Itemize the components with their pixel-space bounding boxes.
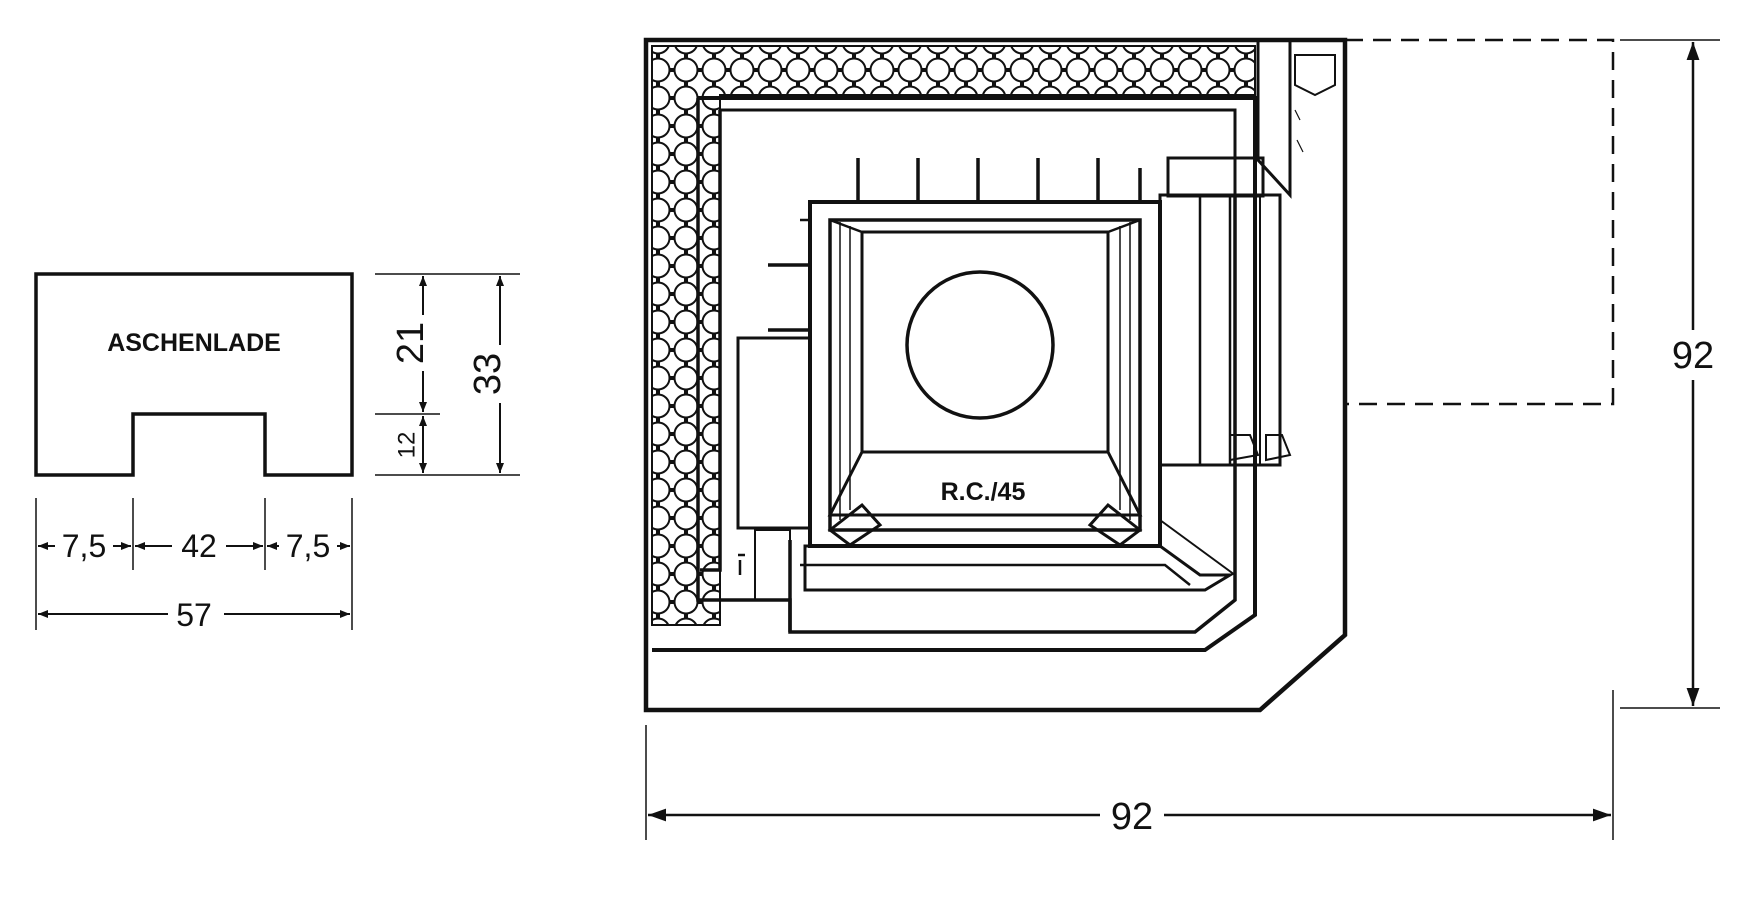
outer-body-outline — [643, 37, 1348, 713]
flue-outlet — [905, 270, 1055, 420]
inner-wall-layer-1 — [652, 96, 1257, 652]
ash-drawer-outline — [34, 272, 354, 477]
dim-plan-depth: 92 — [1672, 335, 1714, 377]
dim-plan-width: 92 — [1111, 796, 1153, 838]
inner-wall-layer-3 — [720, 108, 1237, 200]
inner-wall-layer-2 — [696, 98, 1237, 634]
insulation-honeycomb — [651, 45, 1256, 626]
ash-drawer-title: ASCHENLADE — [107, 329, 281, 357]
dim-lower-height: 12 — [393, 432, 420, 459]
firebox-floor — [827, 450, 1143, 517]
side-panel-outer — [1158, 193, 1282, 467]
firebox-inner — [828, 218, 1142, 532]
stove-plan-section: R.C./45 92 92 — [643, 37, 1726, 840]
dim-left-margin: 7,5 — [62, 528, 106, 564]
dashed-projection-outline — [1345, 38, 1615, 406]
dim-total-width: 57 — [176, 597, 212, 633]
firebox-base-skirt — [803, 544, 1236, 592]
dim-right-margin: 7,5 — [286, 528, 330, 564]
model-label: R.C./45 — [941, 478, 1026, 506]
dim-total-height: 33 — [467, 353, 509, 395]
inner-wall-layer-4 — [700, 110, 722, 572]
side-plate-left — [736, 336, 812, 530]
ash-drawer-section: ASCHENLADE 21 12 33 7,5 42 7,5 — [34, 272, 520, 633]
dim-upper-height: 21 — [390, 322, 432, 364]
dim-center-width: 42 — [181, 528, 217, 564]
rack-posts — [856, 156, 1265, 200]
